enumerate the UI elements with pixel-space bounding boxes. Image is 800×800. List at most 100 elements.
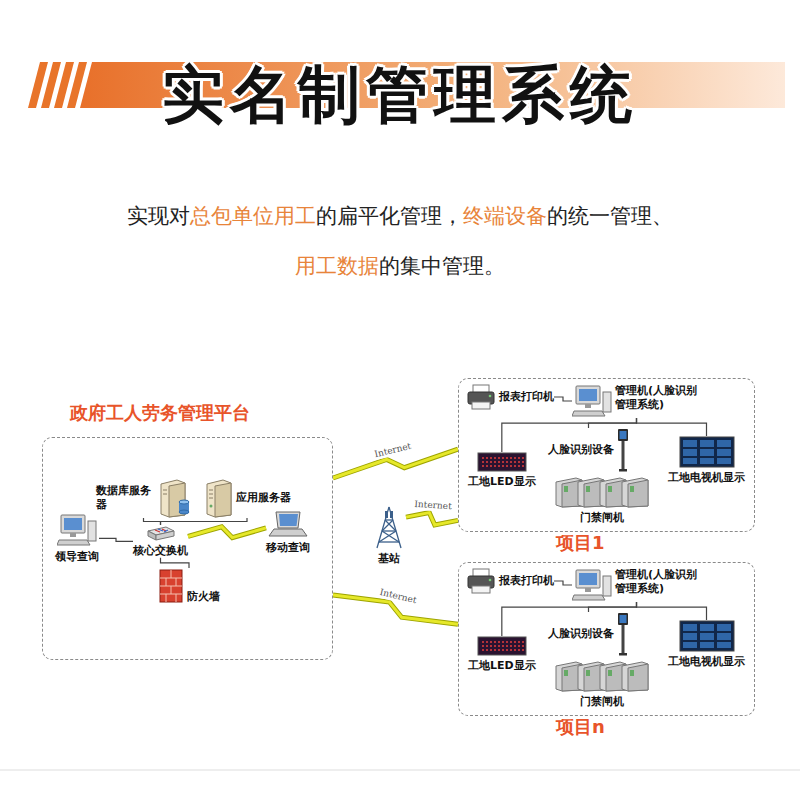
tv-icon bbox=[679, 620, 735, 652]
device-label: 防火墙 bbox=[187, 590, 220, 604]
device-node: 工地电视机显示 bbox=[668, 620, 745, 669]
wireless-link bbox=[188, 527, 266, 538]
lightning-outline bbox=[406, 513, 458, 525]
cable-link bbox=[161, 558, 190, 568]
device-label: 管理机(人脸识别管理系统) bbox=[615, 568, 701, 596]
printer-icon bbox=[466, 384, 496, 410]
printer-symbol bbox=[466, 568, 496, 594]
device-node: 核心交换机 bbox=[133, 525, 188, 558]
gates-symbol bbox=[552, 658, 652, 692]
device-label: 工地LED显示 bbox=[468, 659, 536, 673]
cable-link bbox=[554, 581, 572, 585]
subtitle-line: 实现对总包单位用工的扁平化管理，终端设备的统一管理、 bbox=[0, 203, 800, 230]
device-node: 报表打印机 bbox=[466, 384, 554, 410]
link-label: Internet bbox=[371, 441, 414, 460]
pc-icon bbox=[57, 513, 97, 547]
db-symbol bbox=[157, 478, 191, 518]
subtitle-text: 的扁平化管理， bbox=[316, 204, 463, 228]
device-node: 基站 bbox=[372, 505, 406, 566]
device-label: 报表打印机 bbox=[499, 574, 554, 588]
device-label: 门禁闸机 bbox=[580, 511, 624, 525]
page-title: 实名制管理系统 bbox=[0, 58, 800, 132]
pc-icon bbox=[572, 384, 612, 418]
device-label: 核心交换机 bbox=[133, 544, 188, 558]
device-node: 人脸识别设备 bbox=[548, 428, 629, 472]
highlight-text: 终端设备 bbox=[463, 204, 547, 228]
cable-link bbox=[637, 418, 707, 436]
wire-line bbox=[589, 418, 637, 428]
face-icon bbox=[617, 612, 629, 656]
laptop-symbol bbox=[268, 510, 308, 538]
cable-link bbox=[589, 602, 637, 612]
subtitle-text: 的统一管理、 bbox=[547, 204, 673, 228]
switch-symbol bbox=[146, 525, 176, 541]
lightning-line bbox=[188, 527, 266, 538]
wire-line bbox=[554, 397, 572, 401]
cable-link bbox=[99, 538, 133, 541]
fire-icon bbox=[158, 568, 184, 604]
pc-symbol bbox=[572, 384, 612, 418]
device-label: 报表打印机 bbox=[499, 390, 554, 404]
project-label: 项目1 bbox=[556, 532, 605, 554]
device-node: 管理机(人脸识别管理系统) bbox=[572, 568, 701, 602]
device-label: 数据库服务器 bbox=[96, 484, 154, 512]
tower-icon bbox=[372, 505, 406, 549]
led-symbol bbox=[477, 636, 527, 656]
led-symbol bbox=[477, 452, 527, 472]
fire-symbol bbox=[158, 568, 184, 604]
server-icon bbox=[203, 478, 233, 518]
cable-link bbox=[144, 518, 161, 525]
wire-line bbox=[161, 558, 190, 568]
db-icon bbox=[157, 478, 191, 518]
server-symbol bbox=[203, 478, 233, 518]
gates-icon bbox=[552, 474, 652, 508]
wire-line bbox=[99, 538, 133, 541]
face-symbol bbox=[617, 612, 629, 656]
gates-icon bbox=[552, 658, 652, 692]
face-symbol bbox=[617, 428, 629, 472]
wire-line bbox=[589, 602, 637, 612]
wire-line bbox=[554, 581, 572, 585]
subtitle-text: 的集中管理。 bbox=[379, 254, 505, 278]
cable-link bbox=[637, 602, 707, 620]
subtitle-line: 用工数据的集中管理。 bbox=[0, 253, 800, 280]
project-region: 项目n 报表打印机 管理机(人脸识别管理系统) 人脸识别设备工地LED显示 工地电视机显… bbox=[458, 562, 755, 740]
lightning-outline bbox=[188, 527, 266, 538]
wire-line bbox=[161, 518, 248, 525]
pc-symbol bbox=[57, 513, 97, 547]
tv-icon bbox=[679, 436, 735, 468]
wire-line bbox=[637, 418, 707, 436]
device-label: 人脸识别设备 bbox=[548, 443, 614, 457]
device-node: 工地电视机显示 bbox=[668, 436, 745, 485]
gates-symbol bbox=[552, 474, 652, 508]
device-node: 数据库服务器 bbox=[96, 478, 191, 518]
tv-symbol bbox=[679, 620, 735, 652]
device-label: 应用服务器 bbox=[236, 491, 291, 505]
cable-link bbox=[589, 418, 637, 428]
printer-symbol bbox=[466, 384, 496, 410]
laptop-icon bbox=[268, 510, 308, 538]
wire-line bbox=[144, 518, 161, 525]
device-node: 防火墙 bbox=[158, 568, 220, 604]
device-label: 工地电视机显示 bbox=[668, 471, 745, 485]
device-label: 管理机(人脸识别管理系统) bbox=[615, 384, 701, 412]
device-node: 移动查询 bbox=[266, 510, 310, 555]
device-node: 管理机(人脸识别管理系统) bbox=[572, 384, 701, 418]
device-node: 工地LED显示 bbox=[468, 452, 536, 489]
device-node: 报表打印机 bbox=[466, 568, 554, 594]
device-label: 人脸识别设备 bbox=[548, 627, 614, 641]
project-region: 项目1 报表打印机 管理机(人脸识别管理系统) 人脸识别设备工地LED显示工地电视机显… bbox=[458, 378, 755, 556]
switch-icon bbox=[146, 525, 176, 541]
highlight-text: 总包单位用工 bbox=[190, 204, 316, 228]
highlight-text: 用工数据 bbox=[295, 254, 379, 278]
device-node: 人脸识别设备 bbox=[548, 612, 629, 656]
project-label: 项目n bbox=[556, 716, 605, 738]
face-icon bbox=[617, 428, 629, 472]
device-node: 门禁闸机 bbox=[552, 474, 652, 525]
led-icon bbox=[477, 636, 527, 656]
pc-symbol bbox=[572, 568, 612, 602]
device-node: 门禁闸机 bbox=[552, 658, 652, 709]
device-label: 基站 bbox=[378, 552, 400, 566]
printer-icon bbox=[466, 568, 496, 594]
device-label: 移动查询 bbox=[266, 541, 310, 555]
